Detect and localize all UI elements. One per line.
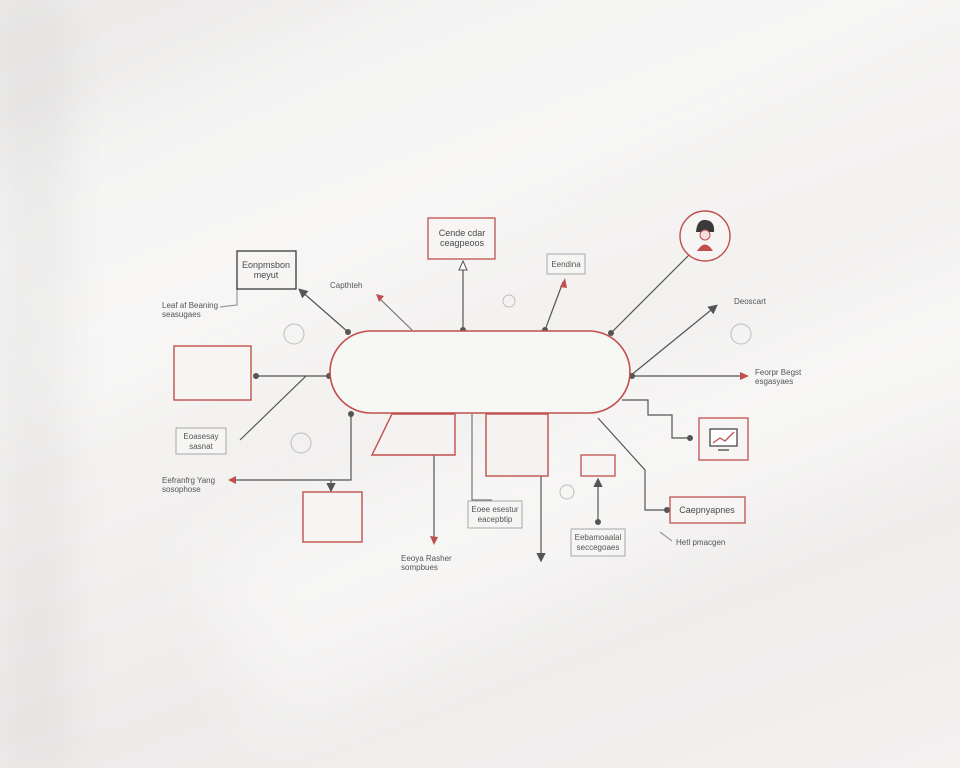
- small-top-box-label: Eendina: [551, 260, 581, 269]
- dot: [348, 411, 354, 417]
- left-lower-label-line1: Eefranfrg Yang: [162, 476, 215, 485]
- top-left-box-line2: meyut: [254, 270, 279, 280]
- decorative-circles: [283, 294, 752, 500]
- center-bottom-box-line2: eacepbtip: [478, 515, 513, 524]
- connector-small-top: [544, 281, 564, 331]
- left-mid-box-line2: sasnat: [189, 442, 213, 451]
- connector-caption: [597, 417, 667, 511]
- dot: [345, 329, 351, 335]
- right-mid-label-line1: Feorpr Begst: [755, 368, 802, 377]
- arrowhead-top-center: [458, 259, 468, 271]
- left-note-line1: Leaf af Beaning: [162, 301, 218, 310]
- right-bottom-box-line2: seccegoaes: [577, 543, 620, 552]
- top-left-box-line1: Eonpmsbon: [242, 260, 290, 270]
- user-avatar-icon: [679, 210, 731, 262]
- connectors: [219, 253, 746, 563]
- dot: [595, 519, 601, 525]
- circle-outline: [290, 432, 312, 454]
- connector-right-top: [629, 304, 718, 377]
- arrowhead-left-lower: [228, 476, 236, 484]
- connector-avatar: [610, 253, 691, 334]
- connector-monitor: [622, 399, 690, 439]
- connector-top-left: [298, 288, 349, 333]
- bottom-right-label: Hetl pmacgen: [676, 538, 725, 547]
- top-left-box: [236, 250, 297, 290]
- bottom-left-box: [302, 491, 363, 543]
- trapezoid-shape: [370, 413, 456, 456]
- center-bottom-box: [467, 500, 523, 529]
- hub-bottom-box: [485, 413, 549, 477]
- top-center-box: [427, 217, 496, 260]
- center-bottom-box-line1: Eoee esestur: [471, 505, 518, 514]
- connector-left-note: [219, 278, 238, 308]
- circle-outline: [559, 484, 575, 500]
- dot: [608, 330, 614, 336]
- left-mid-box: [175, 427, 227, 455]
- arrowhead-right-mid: [740, 372, 749, 380]
- left-lower-label-line2: sosophose: [162, 485, 201, 494]
- right-mid-label-line2: esgasyaes: [755, 377, 793, 386]
- connector-center-bottom: [471, 414, 492, 501]
- small-top-box: [546, 253, 586, 275]
- top-center-box-line2: ceagpeoos: [440, 238, 485, 248]
- dot: [687, 435, 693, 441]
- top-center-box-line1: Cende cdar: [439, 228, 486, 238]
- red-arrowheads: [228, 259, 749, 545]
- chart-monitor-icon: [698, 417, 749, 461]
- capture-label: Capthteh: [330, 281, 362, 290]
- connector-capture: [377, 296, 413, 331]
- arrowhead-small-top: [560, 278, 567, 288]
- bottom-center-left-label-line1: Eeoya Rasher: [401, 554, 452, 563]
- bottom-center-left-label-line2: sompbues: [401, 563, 438, 572]
- arrowhead-bottom-center-left: [430, 536, 438, 545]
- dot: [664, 507, 670, 513]
- connector-left-mid: [239, 375, 307, 441]
- dot: [253, 373, 259, 379]
- circle-outline: [283, 323, 305, 345]
- caption-box-label: Caepnyapnes: [679, 505, 735, 515]
- left-note-line2: seasugaes: [162, 310, 201, 319]
- central-hub: [329, 330, 631, 414]
- circle-outline: [730, 323, 752, 345]
- left-box: [173, 345, 252, 401]
- right-bottom-box: [570, 528, 626, 557]
- left-mid-box-line1: Eoasesay: [183, 432, 218, 441]
- caption-box: [669, 496, 746, 524]
- arrowhead-capture: [376, 294, 384, 302]
- small-red-box: [580, 454, 616, 477]
- connector-bottom-right-label: [659, 531, 673, 542]
- right-bottom-box-line1: Eebamoaalal: [575, 533, 622, 542]
- circle-outline: [502, 294, 516, 308]
- connector-left-lower: [232, 414, 352, 481]
- right-top-label: Deoscart: [734, 297, 767, 306]
